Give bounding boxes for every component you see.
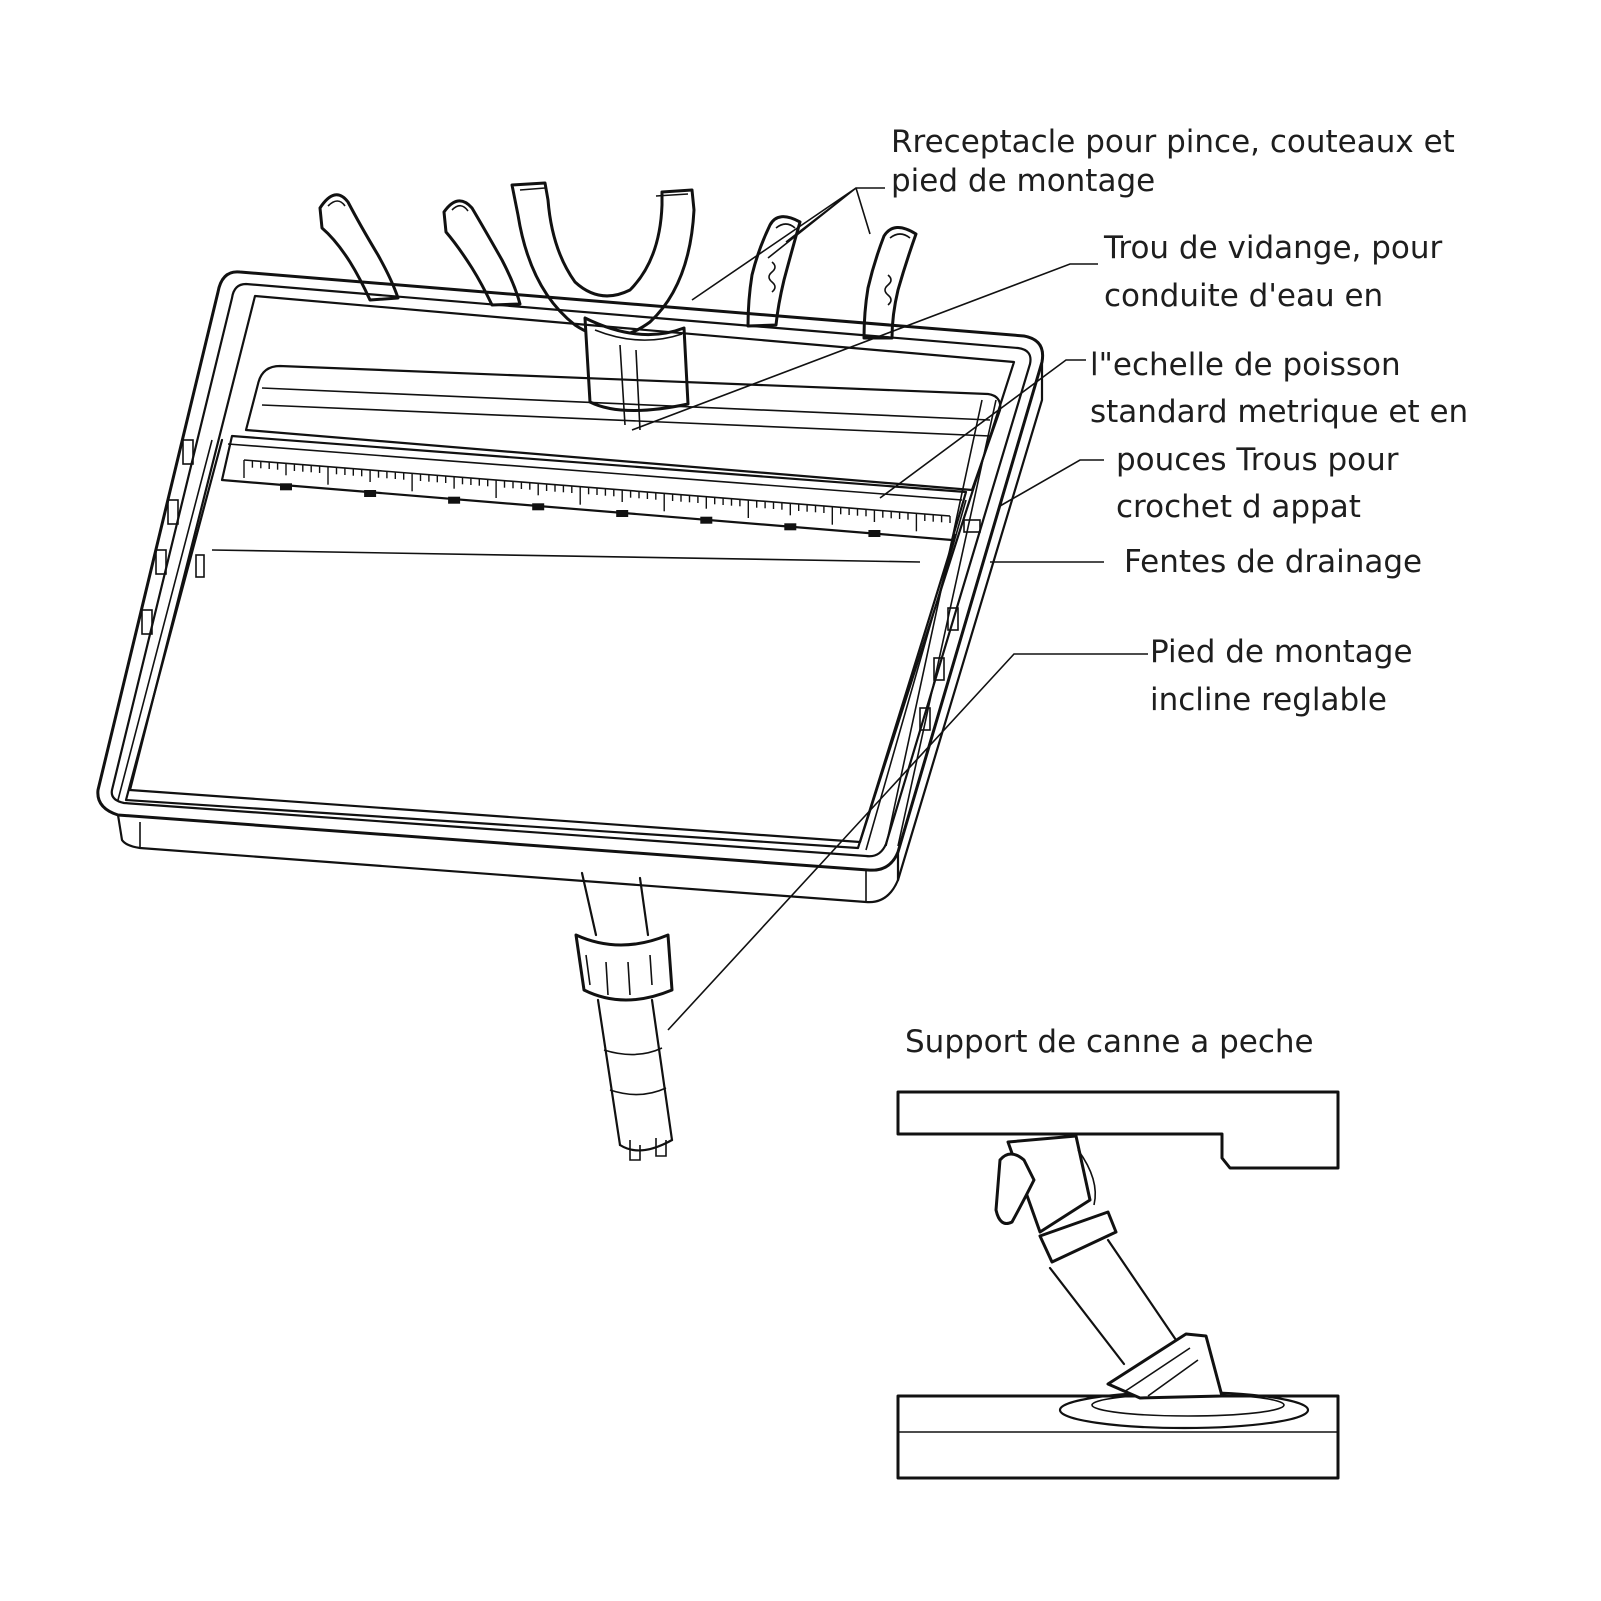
callout-labels: Rreceptacle pour pince, couteaux et pied…	[891, 124, 1468, 1060]
label-mount-line1: Pied de montage	[1150, 634, 1413, 670]
label-bait-holes-line2: crochet d appat	[1116, 489, 1361, 525]
label-bait-holes-line1: pouces Trous pour	[1116, 442, 1399, 478]
rod-holder-arms	[318, 181, 918, 431]
ruler-mark	[364, 490, 377, 497]
rod-arm-2	[442, 199, 522, 307]
label-receptacle-line1: Rreceptacle pour pince, couteaux et	[891, 124, 1455, 160]
label-receptacle-line2: pied de montage	[891, 163, 1155, 199]
label-rod-holder: Support de canne a peche	[905, 1024, 1314, 1060]
ruler-mark	[532, 503, 545, 511]
ruler-mark	[616, 510, 629, 517]
drain-slots-right	[919, 519, 981, 731]
label-drain-hole-line1: Trou de vidange, pour	[1103, 230, 1443, 266]
label-drain-hole-line2: conduite d'eau en	[1104, 278, 1383, 314]
rod-holder-inset	[896, 1090, 1340, 1480]
label-fish-ruler-line1: l"echelle de poisson	[1090, 347, 1401, 383]
bait-tray	[96, 270, 1045, 904]
label-fish-ruler-line2: standard metrique et en	[1090, 394, 1468, 430]
leader-lines	[211, 187, 1148, 1031]
label-drain-slots: Fentes de drainage	[1124, 544, 1422, 580]
rod-arm-3	[746, 215, 802, 328]
ruler-mark	[448, 496, 461, 504]
drain-slots-left	[141, 439, 205, 635]
ruler-mark	[868, 530, 881, 537]
label-mount-line2: incline reglable	[1150, 682, 1387, 718]
ruler-mark	[784, 523, 797, 531]
rod-arm-4	[862, 226, 918, 340]
mount-pole	[574, 871, 674, 1161]
ruler-mark	[700, 516, 713, 524]
fish-ruler	[243, 459, 951, 537]
ruler-mark	[280, 483, 292, 491]
ruler-baseline	[243, 459, 951, 517]
